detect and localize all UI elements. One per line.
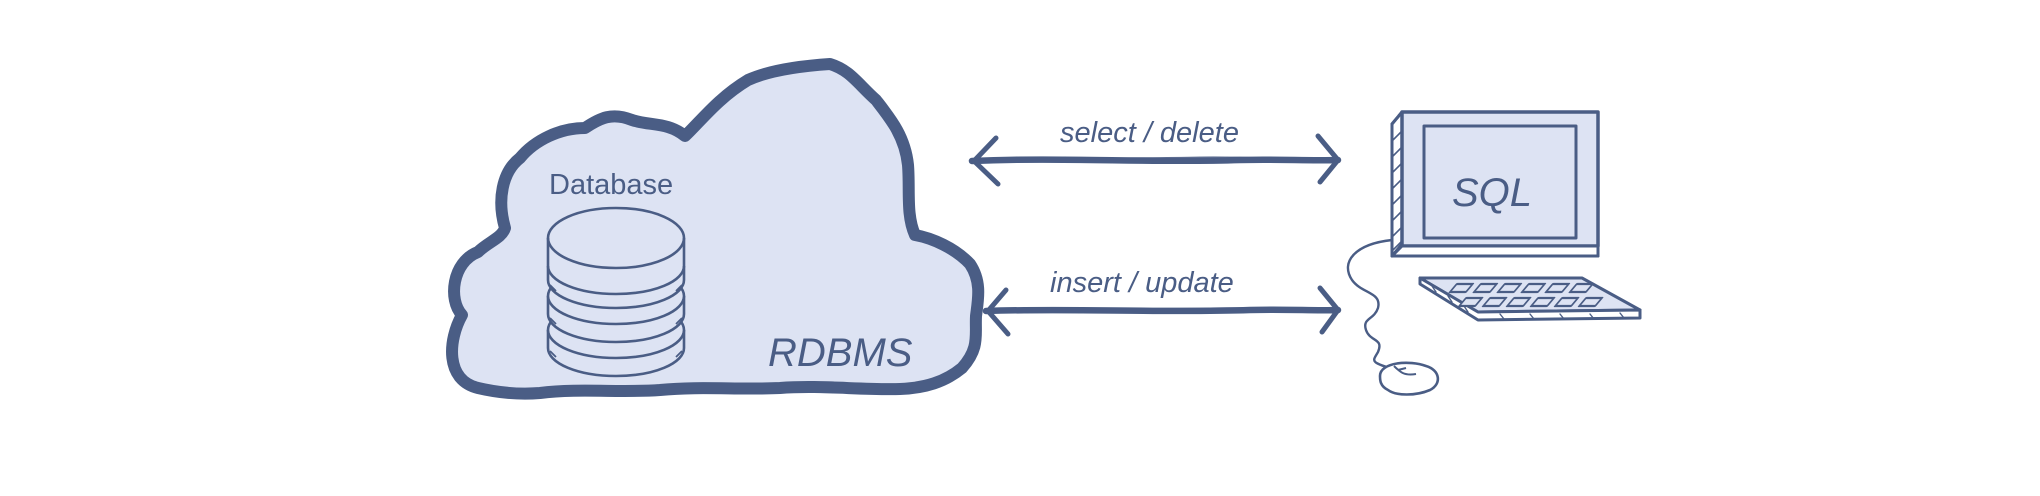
- arrow-top-label: select / delete: [1060, 117, 1239, 149]
- keyboard-icon: [1418, 276, 1642, 322]
- database-label: Database: [549, 169, 673, 201]
- rdbms-label: RDBMS: [768, 331, 913, 375]
- sql-label: SQL: [1452, 171, 1532, 215]
- database-icon: [546, 206, 686, 378]
- mouse-cable: [1346, 238, 1398, 372]
- arrow-insert-update: [982, 285, 1342, 337]
- rdbms-cloud: Database RDBMS: [446, 58, 985, 400]
- arrow-bottom-label: insert / update: [1050, 267, 1234, 299]
- mouse-icon: [1378, 361, 1440, 396]
- arrow-select-delete: [968, 133, 1342, 187]
- computer-icon: [1390, 110, 1600, 258]
